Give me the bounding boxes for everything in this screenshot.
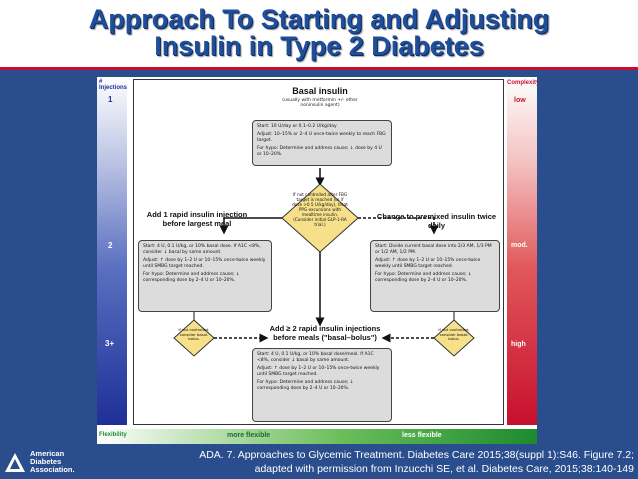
complexity-gradient-bar [507, 77, 537, 425]
right-small-diamond-text: If not controlled, consider basal-bolus. [438, 327, 470, 341]
ada-logo-icon [5, 453, 25, 472]
flowchart-connectors [173, 168, 475, 357]
basal-adjust: Adjust: 10–15% or 2–4 U once-twice weekl… [257, 132, 386, 143]
premixed-start: Start: Divide current basal dose into 2/… [375, 244, 492, 255]
flowchart-area: Basal insulin (usually with metformin +/… [133, 79, 504, 425]
more-flexible-label: more flexible [227, 432, 271, 439]
bolus-hypo: For hypo: Determine and address cause; ↓… [257, 380, 354, 391]
basal-bolus-box: Start: 4 U, 0.1 U/kg, or 10% basal dose/… [252, 348, 392, 422]
complexity-low: low [514, 97, 526, 104]
injections-level-3: 3+ [105, 339, 115, 348]
basal-bolus-title: Add ≥ 2 rapid insulin injections before … [269, 324, 381, 342]
rapid-injection-box: Start: 4 U, 0.1 U/kg, or 10% basal dose.… [138, 240, 272, 312]
insulin-algorithm-figure: # Injections 1 2 3+ Complexity low mod. … [97, 77, 537, 444]
premixed-adjust: Adjust: ↑ dose by 1–2 U or 10–15% once-t… [375, 258, 481, 269]
basal-insulin-subtitle: (usually with metformin +/- other nonins… [282, 98, 358, 108]
basal-insulin-box: Start: 10 U/day or 0.1–0.2 U/kg/day Adju… [252, 120, 392, 166]
citation: ADA. 7. Approaches to Glycemic Treatment… [124, 448, 634, 476]
flexibility-label: Flexibility [99, 432, 127, 438]
bolus-adjust: Adjust: ↑ dose by 1–2 U or 10–15% once-t… [257, 366, 380, 377]
premixed-hypo: For hypo: Determine and address cause; ↓… [375, 272, 472, 283]
rapid-adjust: Adjust: ↑ dose by 1–2 U or 10–15% once-t… [143, 258, 266, 269]
flexibility-gradient-bar [97, 429, 537, 444]
complexity-label: Complexity [507, 80, 537, 86]
citation-line-1: ADA. 7. Approaches to Glycemic Treatment… [199, 449, 634, 461]
bolus-start: Start: 4 U, 0.1 U/kg, or 10% basal dose/… [257, 352, 374, 363]
rapid-hypo: For hypo: Determine and address cause; ↓… [143, 272, 240, 283]
injections-level-2: 2 [108, 241, 113, 250]
citation-line-2: adapted with permission from Inzucchi SE… [254, 463, 634, 475]
injections-gradient-bar [97, 77, 127, 425]
complexity-high: high [511, 341, 526, 348]
basal-insulin-title: Basal insulin [292, 86, 348, 96]
injections-label: # Injections [99, 79, 128, 91]
complexity-mod: mod. [511, 242, 528, 249]
title-line-1: Approach To Starting and Adjusting [88, 4, 550, 34]
basal-start: Start: 10 U/day or 0.1–0.2 U/kg/day [257, 124, 337, 129]
premixed-title: Change to premixed insulin twice daily [376, 212, 497, 230]
injections-level-1: 1 [108, 95, 113, 104]
logo-line-3: Association. [30, 465, 75, 474]
less-flexible-label: less flexible [402, 432, 442, 439]
premixed-box: Start: Divide current basal dose into 2/… [370, 240, 500, 312]
decision-diamond-text: If not controlled after FBG target is re… [292, 192, 348, 227]
logo-line-1: American [30, 449, 65, 458]
rapid-injection-title: Add 1 rapid insulin injection before lar… [146, 210, 248, 228]
title-divider [0, 67, 638, 70]
slide-title: Approach To Starting and Adjusting Insul… [0, 6, 638, 60]
rapid-start: Start: 4 U, 0.1 U/kg, or 10% basal dose.… [143, 244, 261, 255]
logo-line-2: Diabetes [30, 457, 62, 466]
title-line-2: Insulin in Type 2 Diabetes [154, 31, 484, 61]
basal-hypo: For hypo: Determine and address cause; ↓… [257, 146, 382, 157]
ada-logo: American Diabetes Association. [4, 448, 94, 478]
left-small-diamond-text: If not controlled, consider basal-bolus. [178, 327, 210, 341]
